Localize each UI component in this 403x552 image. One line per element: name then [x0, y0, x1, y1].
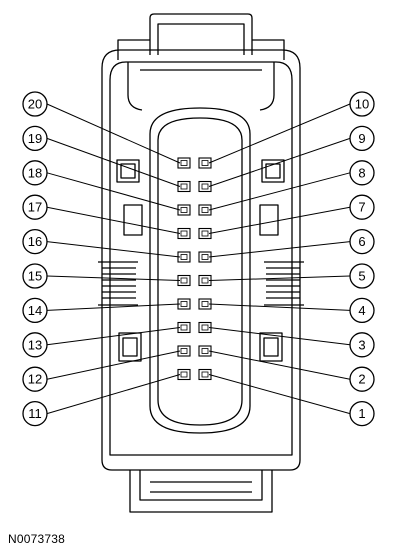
- pin-20-contact: [180, 160, 188, 166]
- callout-circle-2: [349, 366, 375, 392]
- connector-body: [101, 49, 301, 471]
- pin-13-contact: [180, 324, 188, 331]
- callout-circle-8: [349, 160, 375, 186]
- leader-line-8: [208, 172, 351, 211]
- leader-line-1: [208, 374, 351, 415]
- leader-line-13: [46, 327, 181, 346]
- pin-14-contact: [180, 301, 188, 307]
- pin-18: [177, 204, 191, 216]
- pin-16-contact: [180, 254, 188, 260]
- pin-20: [177, 157, 191, 169]
- callout-label-6: 6: [358, 234, 365, 249]
- pin-17-contact: [180, 230, 188, 237]
- pin-12-contact: [180, 348, 188, 354]
- callout-label-2: 2: [358, 372, 365, 387]
- connector-bottom-lock: [129, 470, 273, 513]
- pin-19-contact: [180, 183, 188, 190]
- leader-line-15: [46, 275, 181, 281]
- pin-2-contact: [201, 348, 209, 354]
- pin-9: [198, 180, 212, 193]
- leader-line-14: [46, 303, 181, 311]
- callout-circle-15: [22, 263, 48, 289]
- callout-label-20: 20: [28, 97, 42, 112]
- leader-line-10: [208, 103, 351, 164]
- callout-circle-10: [349, 91, 375, 117]
- leader-line-11: [46, 374, 181, 415]
- callout-label-15: 15: [28, 269, 42, 284]
- pin-6-contact: [201, 254, 209, 260]
- leader-line-18: [46, 172, 181, 211]
- callout-circle-4: [349, 297, 375, 324]
- leader-line-5: [208, 275, 351, 281]
- leader-line-6: [208, 241, 351, 258]
- pin-5-contact: [201, 277, 209, 284]
- pin-10-contact: [201, 160, 209, 166]
- leader-line-17: [46, 206, 181, 234]
- pin-1-contact: [201, 371, 209, 378]
- callout-label-3: 3: [358, 337, 365, 352]
- callout-label-19: 19: [28, 131, 42, 146]
- connector-top-latch: [149, 13, 253, 55]
- callout-circle-13: [22, 332, 48, 358]
- pin-grid: [177, 157, 212, 381]
- callout-circle-11: [22, 400, 48, 427]
- pin-10: [198, 157, 212, 169]
- callout-label-5: 5: [358, 269, 365, 284]
- callout-label-10: 10: [355, 97, 369, 112]
- callout-label-14: 14: [28, 303, 42, 318]
- pin-19: [177, 180, 191, 193]
- pin-7-contact: [201, 230, 209, 237]
- callout-circle-7: [349, 194, 375, 220]
- leader-line-16: [46, 241, 181, 258]
- pin-3-contact: [201, 324, 209, 331]
- callout-label-13: 13: [28, 337, 42, 352]
- pin-8: [198, 204, 212, 216]
- pin-18-contact: [180, 207, 188, 213]
- pin-8-contact: [201, 207, 209, 213]
- callout-circle-17: [22, 194, 48, 220]
- callout-label-4: 4: [358, 303, 365, 318]
- callout-circle-20: [22, 91, 48, 117]
- pin-4-contact: [201, 301, 209, 307]
- callout-circle-3: [349, 332, 375, 358]
- callout-circle-9: [349, 125, 375, 152]
- pin-1: [198, 368, 212, 381]
- callout-label-18: 18: [28, 165, 42, 180]
- callout-circle-18: [22, 160, 48, 186]
- pin-11-contact: [180, 371, 188, 378]
- callout-circle-6: [349, 228, 375, 255]
- callout-circle-19: [22, 125, 48, 152]
- callout-circle-5: [349, 263, 375, 289]
- leader-line-19: [46, 137, 181, 187]
- callout-label-11: 11: [28, 406, 42, 421]
- callout-circle-16: [22, 228, 48, 255]
- leader-line-2: [208, 350, 351, 380]
- callout-label-16: 16: [28, 234, 42, 249]
- callout-label-1: 1: [358, 406, 365, 421]
- figure-id: N0073738: [8, 532, 65, 546]
- callout-label-9: 9: [358, 131, 365, 146]
- callout-label-7: 7: [358, 200, 365, 215]
- leader-line-12: [46, 350, 181, 380]
- callout-label-17: 17: [28, 200, 42, 215]
- pin-9-contact: [201, 183, 209, 190]
- leader-line-3: [208, 327, 351, 346]
- callout-label-8: 8: [358, 165, 365, 180]
- pin-11: [177, 368, 191, 381]
- pin-callouts: 20 19 18 17 16 15 14 13 12 11 10 9 8 7 6 5 4 3 2 1: [22, 91, 375, 427]
- leader-lines: [46, 103, 351, 415]
- leader-line-9: [208, 137, 351, 187]
- callout-label-12: 12: [28, 372, 42, 387]
- callout-circle-1: [349, 400, 375, 427]
- callout-circle-14: [22, 297, 48, 324]
- pin-15-contact: [180, 277, 188, 284]
- callout-circle-12: [22, 366, 48, 392]
- leader-line-4: [208, 303, 351, 311]
- pin-cavity: [157, 117, 243, 426]
- leader-line-20: [46, 103, 181, 164]
- leader-line-7: [208, 206, 351, 234]
